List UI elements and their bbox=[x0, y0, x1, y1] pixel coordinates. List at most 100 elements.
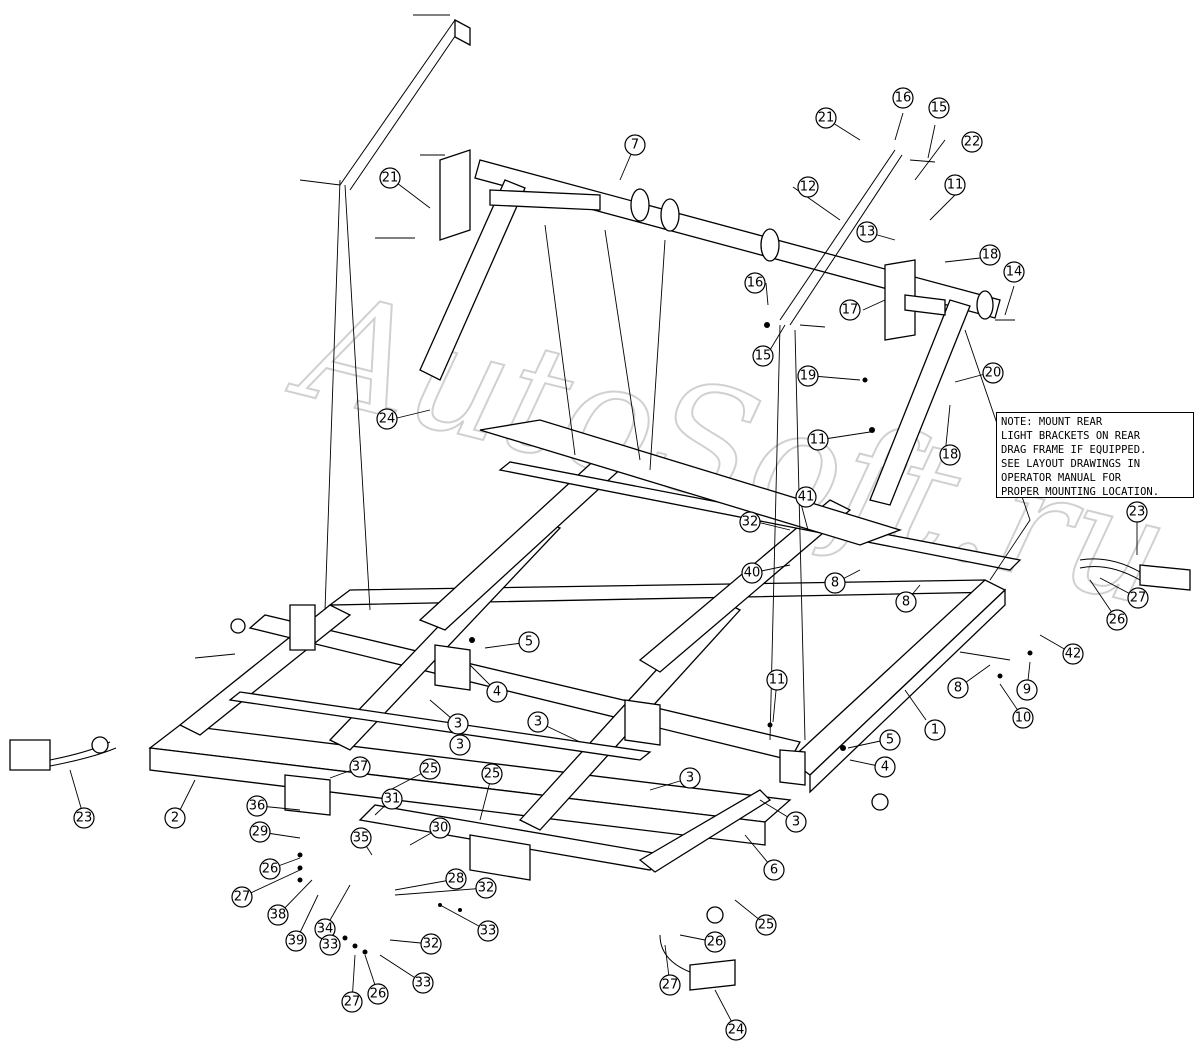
svg-text:35: 35 bbox=[353, 831, 370, 846]
svg-text:5: 5 bbox=[525, 635, 533, 650]
callout-bubble: 11 bbox=[944, 174, 966, 196]
svg-text:33: 33 bbox=[480, 924, 497, 939]
callout-bubble: 5 bbox=[518, 631, 540, 653]
svg-text:26: 26 bbox=[707, 935, 724, 950]
callout-bubble: 40 bbox=[741, 562, 763, 584]
callout-bubble: 22 bbox=[961, 131, 983, 153]
svg-text:37: 37 bbox=[352, 760, 369, 775]
svg-text:26: 26 bbox=[1109, 613, 1126, 628]
svg-text:10: 10 bbox=[1015, 711, 1032, 726]
svg-text:31: 31 bbox=[384, 792, 401, 807]
callout-bubble: 7 bbox=[624, 134, 646, 156]
svg-text:11: 11 bbox=[947, 178, 964, 193]
callout-bubble: 17 bbox=[839, 299, 861, 321]
svg-text:38: 38 bbox=[270, 908, 287, 923]
callout-bubble: 27 bbox=[659, 974, 681, 996]
callout-bubble: 12 bbox=[797, 176, 819, 198]
svg-text:8: 8 bbox=[831, 576, 839, 591]
callout-bubble: 15 bbox=[928, 97, 950, 119]
svg-text:11: 11 bbox=[810, 433, 827, 448]
svg-text:3: 3 bbox=[534, 715, 542, 730]
callout-bubble: 31 bbox=[381, 788, 403, 810]
svg-text:17: 17 bbox=[842, 303, 859, 318]
callout-bubble: 25 bbox=[481, 763, 503, 785]
callout-bubble: 25 bbox=[755, 914, 777, 936]
callout-bubble: 24 bbox=[376, 408, 398, 430]
mounting-note: NOTE: MOUNT REAR LIGHT BRACKETS ON REAR … bbox=[996, 412, 1194, 498]
callout-bubble: 3 bbox=[447, 713, 469, 735]
callout-bubble: 32 bbox=[739, 511, 761, 533]
svg-text:4: 4 bbox=[881, 760, 889, 775]
svg-text:3: 3 bbox=[686, 771, 694, 786]
svg-text:25: 25 bbox=[758, 918, 775, 933]
callout-bubble: 27 bbox=[231, 886, 253, 908]
svg-text:20: 20 bbox=[985, 366, 1002, 381]
svg-text:1: 1 bbox=[931, 723, 939, 738]
svg-text:36: 36 bbox=[249, 799, 266, 814]
svg-text:3: 3 bbox=[454, 717, 462, 732]
svg-text:23: 23 bbox=[76, 811, 93, 826]
svg-text:24: 24 bbox=[379, 412, 396, 427]
callout-bubble: 11 bbox=[766, 669, 788, 691]
callout-bubble: 26 bbox=[259, 858, 281, 880]
svg-text:14: 14 bbox=[1006, 265, 1023, 280]
callout-bubble: 5 bbox=[879, 729, 901, 751]
callout-bubble: 33 bbox=[412, 972, 434, 994]
callout-bubble: 26 bbox=[704, 931, 726, 953]
callout-bubble: 10 bbox=[1012, 707, 1034, 729]
callout-bubble: 1 bbox=[924, 719, 946, 741]
callout-bubble: 18 bbox=[939, 444, 961, 466]
callout-bubble: 27 bbox=[1127, 587, 1149, 609]
svg-text:22: 22 bbox=[964, 135, 981, 150]
callout-bubble: 8 bbox=[947, 677, 969, 699]
svg-text:29: 29 bbox=[252, 825, 269, 840]
callout-bubble: 3 bbox=[785, 811, 807, 833]
svg-text:33: 33 bbox=[415, 976, 432, 991]
callout-bubble: 27 bbox=[341, 991, 363, 1013]
svg-text:39: 39 bbox=[288, 934, 305, 949]
callout-bubble: 16 bbox=[892, 87, 914, 109]
callout-bubble: 39 bbox=[285, 930, 307, 952]
callout-bubble: 20 bbox=[982, 362, 1004, 384]
svg-text:28: 28 bbox=[448, 872, 465, 887]
callout-bubble: 29 bbox=[249, 821, 271, 843]
callout-bubble: 4 bbox=[486, 681, 508, 703]
callout-bubble: 11 bbox=[807, 429, 829, 451]
svg-text:5: 5 bbox=[886, 733, 894, 748]
svg-text:34: 34 bbox=[317, 922, 334, 937]
frame-drawing bbox=[9, 14, 1191, 991]
callout-bubble: 24 bbox=[725, 1019, 747, 1041]
callout-bubble: 36 bbox=[246, 795, 268, 817]
callout-bubble: 23 bbox=[1126, 501, 1148, 523]
callout-bubble: 6 bbox=[763, 859, 785, 881]
svg-text:18: 18 bbox=[982, 248, 999, 263]
callout-label: 33 bbox=[322, 938, 339, 953]
callout-bubble: 26 bbox=[1106, 609, 1128, 631]
callout-bubble: 37 bbox=[349, 756, 371, 778]
callout-bubble: 21 bbox=[379, 167, 401, 189]
svg-text:32: 32 bbox=[742, 515, 759, 530]
svg-text:16: 16 bbox=[895, 91, 912, 106]
callout-bubble: 4 bbox=[874, 756, 896, 778]
svg-text:8: 8 bbox=[954, 681, 962, 696]
callout-bubble: 28 bbox=[445, 868, 467, 890]
svg-text:24: 24 bbox=[728, 1023, 745, 1038]
callouts: 1 2 3 3 3 3 3 4 4 5 5 6 7 8 8 8 9 10 11 … bbox=[73, 87, 1149, 1041]
svg-text:13: 13 bbox=[859, 225, 876, 240]
callout-bubble: 34 bbox=[314, 918, 336, 940]
callout-bubble: 38 bbox=[267, 904, 289, 926]
svg-text:12: 12 bbox=[800, 180, 817, 195]
callout-bubble: 13 bbox=[856, 221, 878, 243]
svg-text:27: 27 bbox=[234, 890, 251, 905]
svg-text:21: 21 bbox=[382, 171, 399, 186]
callout-label: 3 bbox=[456, 738, 464, 753]
svg-text:9: 9 bbox=[1023, 683, 1031, 698]
svg-text:21: 21 bbox=[818, 111, 835, 126]
callout-bubble: 23 bbox=[73, 807, 95, 829]
callout-bubble: 42 bbox=[1062, 643, 1084, 665]
callout-bubble: 25 bbox=[419, 758, 441, 780]
callout-bubble: 15 bbox=[752, 345, 774, 367]
svg-text:15: 15 bbox=[755, 349, 772, 364]
callout-bubble: 18 bbox=[979, 244, 1001, 266]
svg-text:40: 40 bbox=[744, 566, 761, 581]
